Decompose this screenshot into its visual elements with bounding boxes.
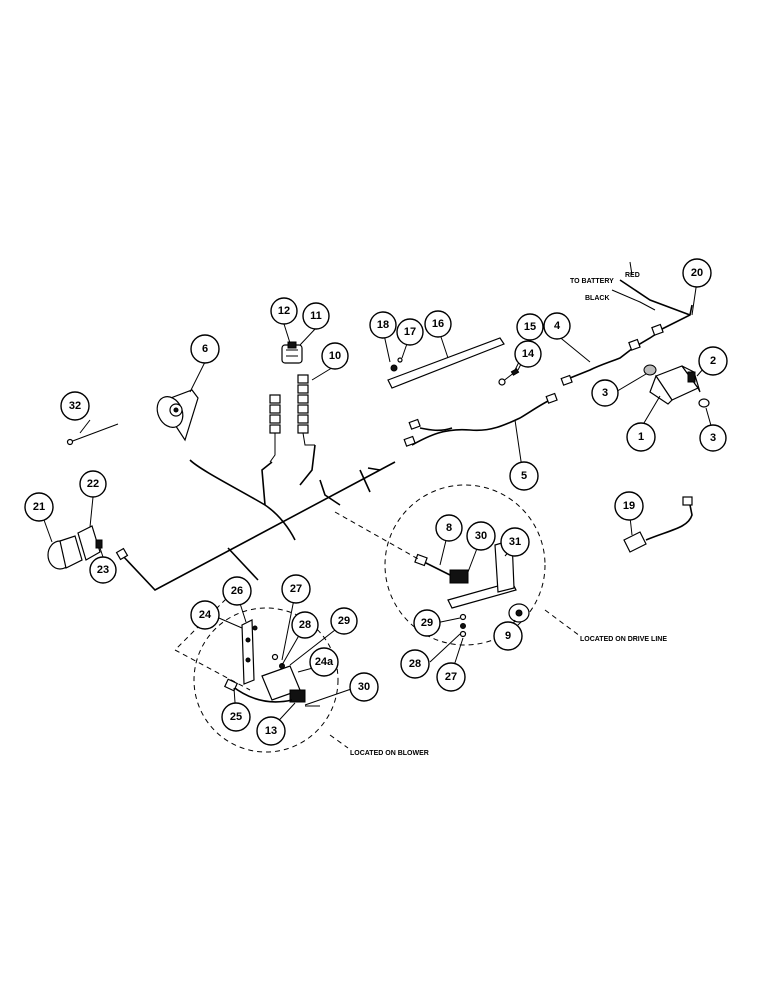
svg-text:22: 22 [87,478,99,490]
callout-30: 30 [466,521,496,551]
note-red: RED [625,272,640,279]
callout-24: 24 [190,600,220,630]
fuse-strip-10 [269,374,315,463]
callout-19: 19 [614,491,644,521]
callout-25: 25 [221,702,251,732]
svg-text:16: 16 [432,318,444,330]
strip-16 [387,337,505,389]
callout-11: 11 [302,302,330,330]
svg-text:3: 3 [602,387,608,399]
callout-12: 12 [270,297,298,325]
callout-21: 21 [24,492,54,522]
note-located-on-drive-line: LOCATED ON DRIVE LINE [580,636,667,643]
callout-3: 3 [591,379,619,407]
svg-text:9: 9 [505,630,511,642]
svg-text:11: 11 [310,310,322,322]
main-harness [121,444,396,591]
svg-text:13: 13 [265,725,277,737]
notes: TO BATTERY RED BLACK LOCATED ON DRIVE LI… [350,272,667,757]
callout-28: 28 [291,611,319,639]
callout-20: 20 [682,258,712,288]
sensor-19 [623,496,693,553]
callout-8: 8 [435,514,463,542]
svg-text:31: 31 [509,536,521,548]
callout-27: 27 [281,574,311,604]
light-assembly-21 [47,525,129,570]
callout-29: 29 [330,607,358,635]
svg-text:6: 6 [202,343,208,355]
callout-1: 1 [626,422,656,452]
battery-leads [611,261,693,336]
callout-6: 6 [190,334,220,364]
callout-30: 30 [349,672,379,702]
svg-text:27: 27 [445,671,457,683]
callout-3: 3 [699,424,727,452]
svg-text:28: 28 [299,619,311,631]
svg-text:21: 21 [33,501,45,513]
svg-text:18: 18 [377,319,389,331]
svg-text:1: 1 [638,431,644,443]
note-black: BLACK [585,295,610,302]
callout-32: 32 [60,391,90,421]
note-to-battery: TO BATTERY [570,278,614,285]
callout-27: 27 [436,662,466,692]
svg-text:4: 4 [554,320,561,332]
svg-text:8: 8 [446,522,452,534]
callout-24a: 24a [309,647,339,677]
svg-text:15: 15 [524,321,536,333]
callouts: 1 2 3 3 4 5 6 8 9 10 11 12 13 14 15 16 1… [24,258,728,746]
callout-13: 13 [256,716,286,746]
harness-5 [403,392,558,447]
note-located-on-blower: LOCATED ON BLOWER [350,750,429,757]
callout-28: 28 [400,649,430,679]
callout-15: 15 [516,313,544,341]
callout-14: 14 [514,340,542,368]
cable-tie-32 [66,423,119,446]
svg-text:29: 29 [338,615,350,627]
svg-text:12: 12 [278,305,290,317]
drive-line-assembly [384,484,546,646]
svg-text:19: 19 [623,500,635,512]
callout-17: 17 [396,318,424,346]
callout-2: 2 [698,346,728,376]
callout-5: 5 [509,461,539,491]
blower-assembly [193,607,339,753]
horn-6 [156,389,199,442]
terminal-14 [498,368,520,386]
svg-text:17: 17 [404,326,416,338]
svg-text:26: 26 [231,585,243,597]
callout-22: 22 [79,470,107,498]
leader-lines [43,280,713,730]
svg-text:20: 20 [691,267,703,279]
svg-text:30: 30 [475,530,487,542]
svg-text:2: 2 [710,355,716,367]
svg-text:23: 23 [97,564,109,576]
svg-text:32: 32 [69,400,81,412]
callout-4: 4 [543,312,571,340]
callout-18: 18 [369,311,397,339]
svg-text:24: 24 [199,609,212,621]
callout-31: 31 [500,527,530,557]
svg-text:14: 14 [522,348,535,360]
callout-23: 23 [89,556,117,584]
svg-text:5: 5 [521,470,527,482]
svg-text:29: 29 [421,617,433,629]
callout-16: 16 [424,310,452,338]
svg-text:24a: 24a [315,656,334,668]
callout-29: 29 [413,609,441,637]
svg-text:25: 25 [230,711,242,723]
svg-text:27: 27 [290,583,302,595]
callout-26: 26 [222,576,252,606]
relay-2 [643,364,710,408]
connector-11-12 [281,341,303,364]
svg-text:28: 28 [409,658,421,670]
dashed-links [174,511,581,749]
svg-text:3: 3 [710,432,716,444]
callout-9: 9 [493,621,523,651]
svg-text:10: 10 [329,350,341,362]
callout-10: 10 [321,342,349,370]
svg-text:30: 30 [358,681,370,693]
harness-4 [560,329,663,386]
